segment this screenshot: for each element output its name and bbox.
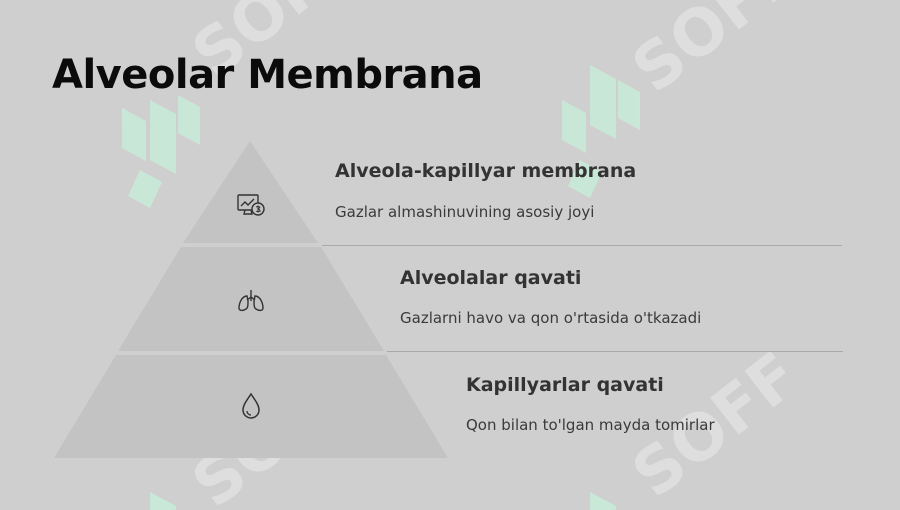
layer-3-title: Kapillyarlar qavati	[466, 374, 664, 396]
divider-2	[387, 351, 843, 352]
lungs-icon	[238, 290, 264, 312]
divider-1	[322, 245, 842, 246]
layer-1-title: Alveola-kapillyar membrana	[335, 160, 637, 182]
droplet-icon	[242, 392, 260, 419]
layer-2-description: Gazlarni havo va qon o'rtasida o'tkazadi	[400, 309, 702, 327]
layer-3-description: Qon bilan to'lgan mayda tomirlar	[466, 416, 715, 434]
page-title: Alveolar Membrana	[52, 52, 483, 98]
pyramid-layer-bottom	[54, 355, 448, 458]
pyramid-layer-top	[183, 141, 318, 243]
layer-2-title: Alveolalar qavati	[400, 267, 582, 289]
layer-1-description: Gazlar almashinuvining asosiy joyi	[335, 203, 595, 221]
chart-money-icon	[237, 194, 265, 216]
